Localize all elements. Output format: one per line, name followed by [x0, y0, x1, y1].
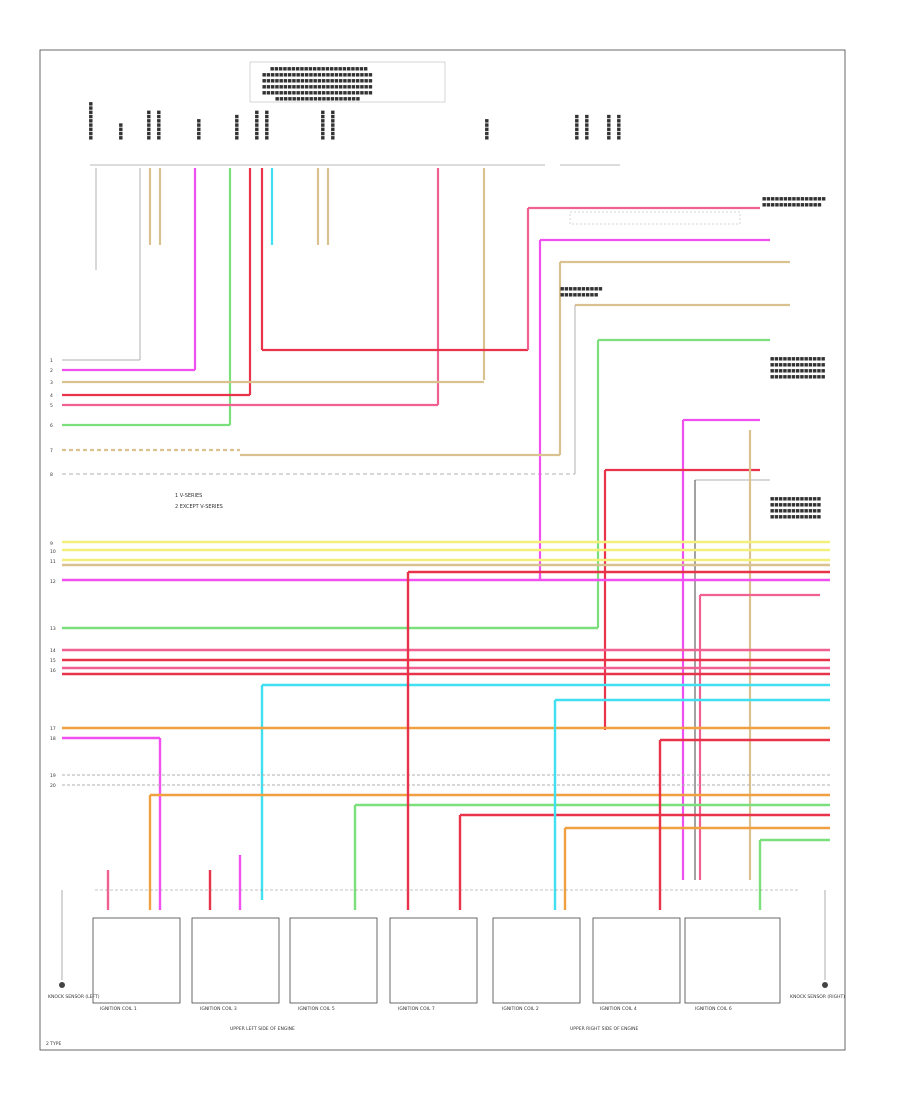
- svg-text:6: 6: [50, 423, 53, 429]
- svg-text:15: 15: [50, 658, 56, 664]
- svg-text:■■■■■■■: ■■■■■■■: [321, 110, 326, 140]
- svg-text:8: 8: [50, 472, 53, 478]
- coil-box-4: [389, 917, 478, 1004]
- svg-text:■■■■■■■: ■■■■■■■: [157, 110, 162, 140]
- svg-text:19: 19: [50, 773, 56, 779]
- vertical-wires-top: [95, 168, 760, 415]
- coil-label-6: IGNITION COIL 4: [600, 1006, 637, 1012]
- svg-text:2: 2: [50, 368, 53, 374]
- svg-text:7: 7: [50, 448, 53, 454]
- svg-text:3: 3: [50, 380, 53, 386]
- svg-text:■■■■■■■: ■■■■■■■: [331, 110, 336, 140]
- svg-text:■■■■: ■■■■: [119, 123, 124, 140]
- right-component-boxes: ■■■■■■■■■■■■■■■ ■■■■■■■■■■■■■■ ■■■■■■■■■…: [560, 197, 826, 520]
- svg-text:■■■■■■■■■■■■■■■■■■■■■■■■■■: ■■■■■■■■■■■■■■■■■■■■■■■■■■: [262, 91, 373, 96]
- coil-box-7: [684, 917, 781, 1004]
- diagram-frame: [39, 49, 846, 1051]
- legend-item-2: 2 EXCEPT V-SERIES: [175, 504, 223, 510]
- svg-text:■■■■■■■■■■■■■: ■■■■■■■■■■■■■: [770, 363, 825, 368]
- svg-text:■■■■■■■■■■■■■: ■■■■■■■■■■■■■: [770, 369, 825, 374]
- svg-text:1: 1: [50, 358, 53, 364]
- svg-text:10: 10: [50, 549, 56, 555]
- svg-text:■■■■■■■■■■■■■■■■■■■■■■■■■■: ■■■■■■■■■■■■■■■■■■■■■■■■■■: [262, 73, 373, 78]
- svg-text:■■■■■■■■■■■■■■■■■■■■■■■: ■■■■■■■■■■■■■■■■■■■■■■■: [270, 67, 368, 72]
- coil-label-1: IGNITION COIL 1: [100, 1006, 137, 1012]
- svg-text:■■■■■■■■■: ■■■■■■■■■: [560, 293, 598, 298]
- svg-text:16: 16: [50, 668, 56, 674]
- svg-text:11: 11: [50, 559, 56, 565]
- legend-item-1: 1 V-SERIES: [175, 493, 202, 499]
- svg-text:■■■■■■■■■■■■■■■■■■■■■■■■■■: ■■■■■■■■■■■■■■■■■■■■■■■■■■: [262, 79, 373, 84]
- svg-text:■■■■■■: ■■■■■■: [575, 114, 580, 140]
- svg-text:18: 18: [50, 736, 56, 742]
- left-bank-caption: UPPER LEFT SIDE OF ENGINE: [230, 1026, 295, 1032]
- coil-label-7: IGNITION COIL 6: [695, 1006, 732, 1012]
- svg-text:■■■■■■■: ■■■■■■■: [265, 110, 270, 140]
- svg-text:■■■■■■■■■■■■: ■■■■■■■■■■■■: [770, 509, 821, 514]
- coil-box-5: [492, 917, 581, 1004]
- left-horizontal-wires: [62, 359, 575, 475]
- coil-box-3: [289, 917, 378, 1004]
- left-sensor-label: KNOCK SENSOR (LEFT): [48, 994, 100, 1000]
- svg-text:20: 20: [50, 783, 56, 789]
- right-bank-caption: UPPER RIGHT SIDE OF ENGINE: [570, 1026, 638, 1032]
- coil-label-2: IGNITION COIL 3: [200, 1006, 237, 1012]
- svg-text:17: 17: [50, 726, 56, 732]
- svg-text:■■■■■■: ■■■■■■: [235, 114, 240, 140]
- svg-text:■■■■■■■: ■■■■■■■: [255, 110, 260, 140]
- svg-text:■■■■■■■■■■■■■■: ■■■■■■■■■■■■■■: [762, 203, 822, 208]
- svg-text:■■■■■■■■■■■■: ■■■■■■■■■■■■: [770, 497, 821, 502]
- svg-text:■■■■■: ■■■■■: [485, 119, 490, 140]
- svg-text:■■■■■■■■■■■■■■■■■■■■: ■■■■■■■■■■■■■■■■■■■■: [275, 97, 360, 102]
- svg-text:■■■■■■■■■■■■■■■■■■■■■■■■■■: ■■■■■■■■■■■■■■■■■■■■■■■■■■: [262, 85, 373, 90]
- coil-box-1: [92, 917, 181, 1004]
- svg-text:■■■■■■■■■■■■: ■■■■■■■■■■■■: [770, 503, 821, 508]
- svg-text:■■■■■■■■■■: ■■■■■■■■■■: [560, 287, 603, 292]
- svg-text:■■■■■■■■■■■■■■■: ■■■■■■■■■■■■■■■: [762, 197, 826, 202]
- svg-text:5: 5: [50, 403, 53, 409]
- ignition-coils: IGNITION COIL 1 IGNITION COIL 3 IGNITION…: [92, 889, 800, 1032]
- footer-left: 2 TYPE: [46, 1041, 62, 1047]
- coil-label-3: IGNITION COIL 5: [298, 1006, 335, 1012]
- svg-text:■■■■■■■■■■■■■: ■■■■■■■■■■■■■: [770, 357, 825, 362]
- svg-text:12: 12: [50, 579, 56, 585]
- svg-text:■■■■■■■■■■■■: ■■■■■■■■■■■■: [770, 515, 821, 520]
- svg-text:■■■■■■: ■■■■■■: [585, 114, 590, 140]
- svg-text:■■■■■■■■■: ■■■■■■■■■: [89, 102, 94, 140]
- svg-text:■■■■■■: ■■■■■■: [607, 114, 612, 140]
- svg-text:■■■■■: ■■■■■: [197, 119, 202, 140]
- svg-text:■■■■■■: ■■■■■■: [617, 114, 622, 140]
- legend: 1 V-SERIES 2 EXCEPT V-SERIES: [175, 493, 223, 510]
- svg-text:■■■■■■■: ■■■■■■■: [147, 110, 152, 140]
- knock-sensors: KNOCK SENSOR (LEFT) KNOCK SENSOR (RIGHT): [48, 890, 845, 1000]
- coil-box-2: [191, 917, 280, 1004]
- coil-label-5: IGNITION COIL 2: [502, 1006, 539, 1012]
- coil-box-6: [592, 917, 681, 1004]
- right-sensor-label: KNOCK SENSOR (RIGHT): [790, 994, 845, 1000]
- svg-text:14: 14: [50, 648, 56, 654]
- bus-wires: [62, 540, 830, 910]
- coil-label-4: IGNITION COIL 7: [398, 1006, 435, 1012]
- svg-text:9: 9: [50, 541, 53, 547]
- svg-text:■■■■■■■■■■■■■: ■■■■■■■■■■■■■: [770, 375, 825, 380]
- svg-text:13: 13: [50, 626, 56, 632]
- top-module: ■■■■■■■■■ ■■■■ ■■■■■■■ ■■■■■■■ ■■■■■ ■■■…: [89, 61, 622, 166]
- svg-text:4: 4: [50, 393, 53, 399]
